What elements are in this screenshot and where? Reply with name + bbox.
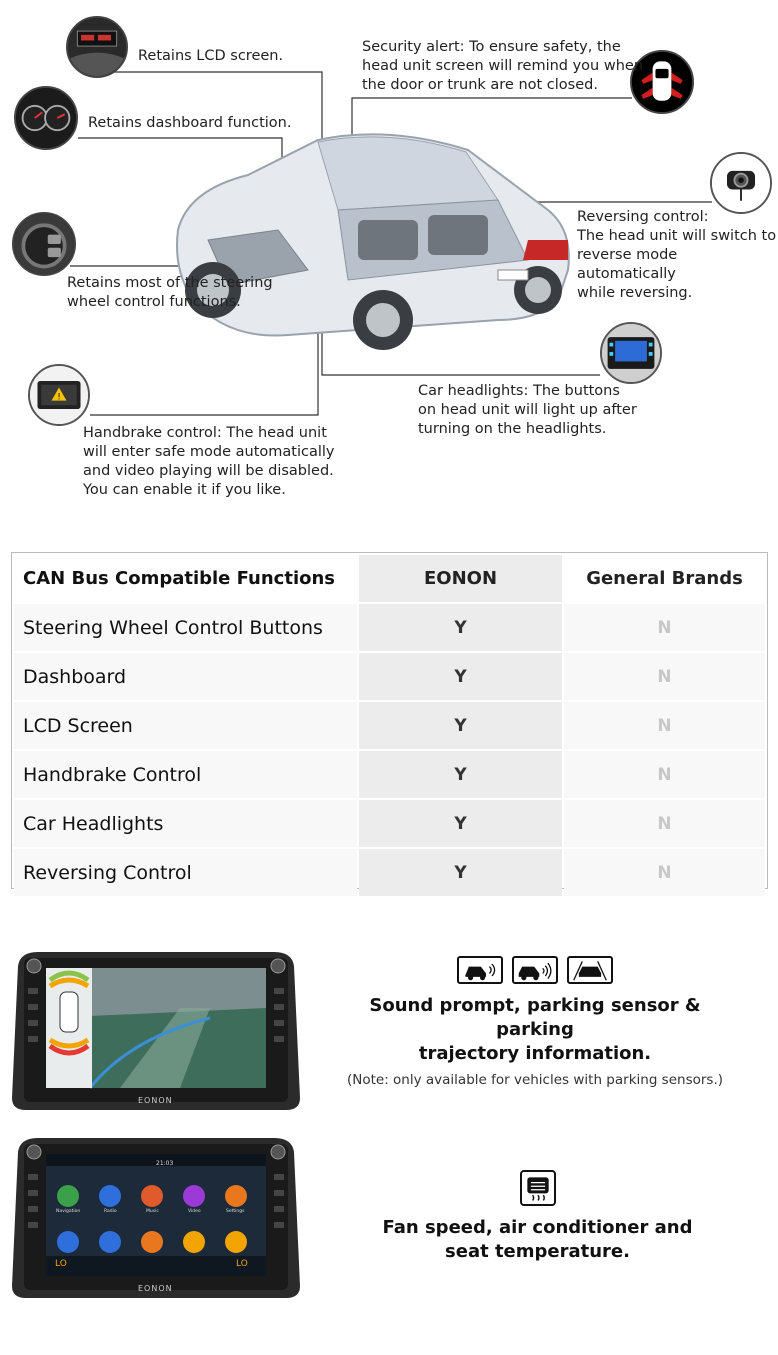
eonon-value: Y (359, 849, 562, 896)
eonon-value: Y (359, 653, 562, 700)
app-label-radio: Radio (104, 1209, 117, 1214)
rear-defrost-icon (519, 1170, 556, 1206)
steering-wheel-thumbnail (12, 212, 76, 276)
climate-lo-right: LO (236, 1259, 248, 1269)
parking-note: (Note: only available for vehicles with … (346, 1072, 724, 1088)
function-name: Reversing Control (14, 849, 357, 896)
function-name: LCD Screen (14, 702, 357, 749)
can-bus-diagram: ! Retains LCD screen. Retains dashboard … (0, 0, 778, 520)
function-name: Car Headlights (14, 800, 357, 847)
general-value: N (564, 702, 765, 749)
head-unit-home-image (10, 1134, 302, 1302)
column-header-eonon: EONON (359, 555, 562, 602)
steering-callout-text: Retains most of the steering wheel contr… (67, 275, 273, 310)
parking-feature: Sound prompt, parking sensor & parking t… (330, 956, 740, 1088)
unit2-brand: EONON (138, 1284, 173, 1293)
general-value: N (564, 800, 765, 847)
car-cutaway-illustration (168, 120, 583, 360)
door-alert-thumbnail (630, 50, 694, 114)
headlights-callout-text: Car headlights: The buttons on head unit… (418, 383, 637, 437)
dashboard-callout-text: Retains dashboard function. (88, 115, 292, 131)
security-callout-text: Security alert: To ensure safety, the he… (362, 39, 644, 93)
general-value: N (564, 849, 765, 896)
dashboard-thumbnail (14, 86, 78, 150)
climate-feature: Fan speed, air conditioner and seat temp… (360, 1170, 715, 1264)
parking-headline: Sound prompt, parking sensor & parking t… (369, 995, 701, 1064)
parking-icons (330, 956, 740, 984)
table-header-row: CAN Bus Compatible Functions EONON Gener… (14, 555, 765, 602)
eonon-value: Y (359, 604, 562, 651)
eonon-value: Y (359, 751, 562, 798)
general-value: N (564, 604, 765, 651)
head-unit-parking-image (10, 948, 302, 1114)
app-label-settings: Settings (226, 1209, 245, 1214)
function-name: Handbrake Control (14, 751, 357, 798)
car-sensor-icon (512, 956, 558, 984)
table-row: Car Headlights Y N (14, 800, 765, 847)
app-label-music: Music (146, 1209, 159, 1214)
unit1-brand: EONON (138, 1096, 173, 1105)
reversing-camera-thumbnail (710, 152, 772, 214)
climate-lo-left: LO (55, 1259, 67, 1269)
car-sound-icon (457, 956, 503, 984)
column-header-function: CAN Bus Compatible Functions (14, 555, 357, 602)
eonon-value: Y (359, 800, 562, 847)
table-row: Reversing Control Y N (14, 849, 765, 896)
function-name: Steering Wheel Control Buttons (14, 604, 357, 651)
lcd-callout-text: Retains LCD screen. (138, 48, 284, 64)
table-row: Handbrake Control Y N (14, 751, 765, 798)
table-row: Steering Wheel Control Buttons Y N (14, 604, 765, 651)
comparison-table: CAN Bus Compatible Functions EONON Gener… (11, 552, 768, 896)
table-row: LCD Screen Y N (14, 702, 765, 749)
column-header-general: General Brands (564, 555, 765, 602)
table-row: Dashboard Y N (14, 653, 765, 700)
function-name: Dashboard (14, 653, 357, 700)
eonon-value: Y (359, 702, 562, 749)
handbrake-warning-thumbnail: ! (28, 364, 90, 426)
svg-text:!: ! (57, 392, 60, 402)
climate-icons (360, 1170, 715, 1206)
car-trajectory-icon (567, 956, 613, 984)
head-unit-headlights-thumbnail (600, 322, 662, 384)
app-label-navigation: Navigation (56, 1209, 81, 1214)
lcd-screen-thumbnail (66, 16, 128, 78)
general-value: N (564, 653, 765, 700)
unit2-clock: 21:03 (156, 1160, 174, 1167)
reversing-callout-text: Reversing control: The head unit will sw… (577, 209, 777, 301)
app-label-video: Video (188, 1209, 201, 1214)
general-value: N (564, 751, 765, 798)
handbrake-callout-text: Handbrake control: The head unit will en… (83, 425, 335, 498)
climate-headline: Fan speed, air conditioner and seat temp… (382, 1217, 693, 1262)
